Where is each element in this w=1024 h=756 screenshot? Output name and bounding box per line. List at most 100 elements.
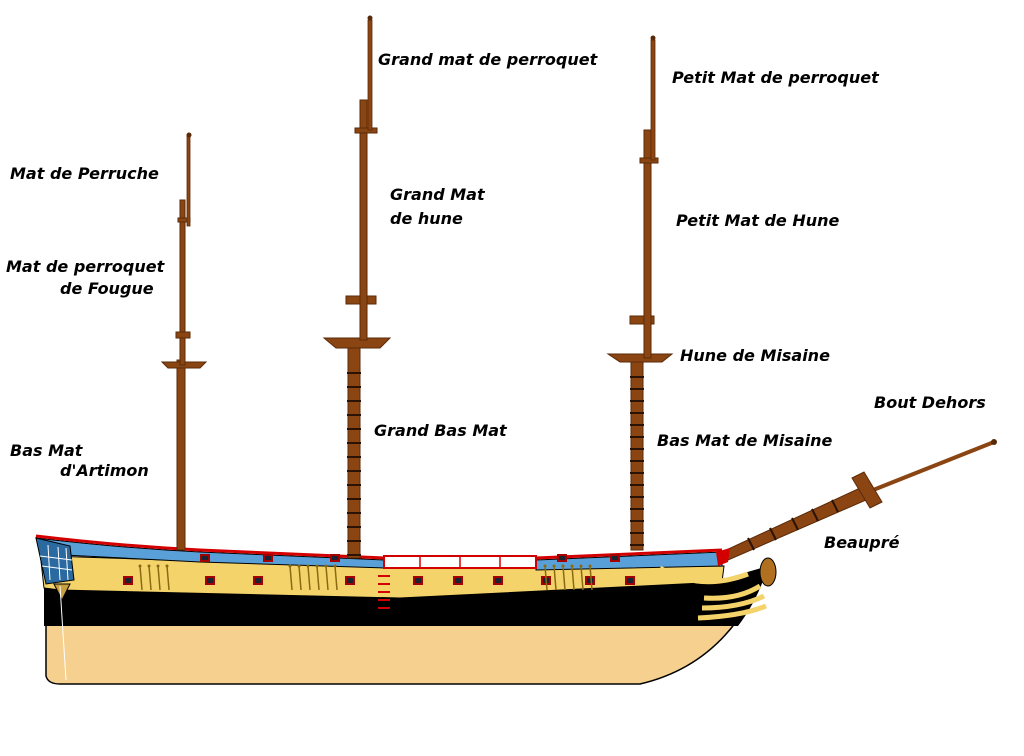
stern-gallery xyxy=(35,537,75,585)
mast-band xyxy=(630,436,644,438)
chain-plate xyxy=(148,565,152,591)
main-mast-bands xyxy=(347,372,361,556)
stern-carving xyxy=(53,583,71,602)
fore-mast-bands xyxy=(630,376,644,546)
stern-windows xyxy=(39,544,73,581)
mizzen-truck xyxy=(186,132,192,138)
deadeye xyxy=(552,564,556,568)
mizzen-topmast xyxy=(179,199,186,366)
fore-crosstree xyxy=(639,157,659,164)
mast-band xyxy=(630,472,644,474)
mizzen-lower-mast xyxy=(176,359,186,551)
chain-plate xyxy=(553,565,557,591)
waist-stanchions xyxy=(419,556,501,568)
fore-topmast xyxy=(643,129,652,359)
main-crosstree xyxy=(354,127,378,134)
gun-port xyxy=(330,554,340,562)
gun-port xyxy=(557,554,567,562)
mast-band xyxy=(630,424,644,426)
mast-band xyxy=(630,376,644,378)
main-top xyxy=(322,337,392,349)
label-grand-bas-mat: Grand Bas Mat xyxy=(374,421,507,440)
hull xyxy=(35,534,777,685)
mast-band xyxy=(630,460,644,462)
bow-rail xyxy=(716,548,730,566)
chain-plates xyxy=(138,564,593,591)
label-mat-de-perroquet-de-fougue-line1: Mat de perroquet xyxy=(6,257,165,276)
mast-band xyxy=(630,484,644,486)
label-mat-de-perruche: Mat de Perruche xyxy=(10,164,159,183)
chain-plate xyxy=(307,565,311,591)
label-grand-mat-de-perroquet: Grand mat de perroquet xyxy=(378,50,598,69)
label-hune-de-misaine: Hune de Misaine xyxy=(680,346,830,365)
gun-port xyxy=(493,576,503,585)
label-beaupre: Beaupré xyxy=(824,533,900,552)
chain-plate xyxy=(571,565,575,591)
main-topgallant xyxy=(367,19,373,131)
hull-red-rail xyxy=(35,534,385,560)
hull-underwater xyxy=(45,621,738,685)
mast-band xyxy=(347,386,361,388)
chain-plate xyxy=(316,565,320,591)
deadeye xyxy=(156,564,160,568)
fore-top xyxy=(606,353,674,363)
mizzen-topgallant xyxy=(186,135,191,227)
mizzen-mast xyxy=(160,132,208,551)
fore-cap xyxy=(629,315,655,325)
gun-port xyxy=(625,576,635,585)
deadeye xyxy=(324,564,328,568)
jib-boom-tip xyxy=(991,439,997,445)
label-bas-mat-d-artimon-line2: d'Artimon xyxy=(60,461,149,480)
label-bas-mat-de-misaine: Bas Mat de Misaine xyxy=(657,431,833,450)
mast-band xyxy=(347,512,361,514)
gun-port xyxy=(253,576,263,585)
mast-band xyxy=(347,400,361,402)
fore-topgallant xyxy=(650,39,656,161)
mast-band xyxy=(347,526,361,528)
gun-port xyxy=(123,576,133,585)
gun-port xyxy=(413,576,423,585)
fore-mast xyxy=(606,35,674,551)
mast-band xyxy=(630,400,644,402)
mast-band xyxy=(347,470,361,472)
chain-plate xyxy=(544,565,548,591)
gun-port xyxy=(205,576,215,585)
mast-band xyxy=(347,554,361,556)
mast-band xyxy=(630,496,644,498)
mast-band xyxy=(347,540,361,542)
bowsprit-bands xyxy=(747,499,839,551)
deadeye xyxy=(165,564,169,568)
gun-port xyxy=(200,554,210,562)
chain-plate xyxy=(157,565,161,591)
bowsprit-cap xyxy=(851,471,883,509)
mast-band xyxy=(630,412,644,414)
chain-plate xyxy=(298,565,302,591)
mast-band xyxy=(347,456,361,458)
main-topmast xyxy=(359,99,368,341)
side-ladder xyxy=(378,575,390,609)
label-grand-mat-de-hune-line1: Grand Mat xyxy=(390,185,485,204)
deadeye xyxy=(138,564,142,568)
gun-port xyxy=(345,576,355,585)
label-petit-mat-de-hune: Petit Mat de Hune xyxy=(676,211,840,230)
mast-band xyxy=(347,484,361,486)
deadeye xyxy=(579,564,583,568)
mast-band xyxy=(347,442,361,444)
main-mast xyxy=(322,15,392,559)
deadeye xyxy=(315,564,319,568)
mast-band xyxy=(347,414,361,416)
label-grand-mat-de-hune-line2: de hune xyxy=(390,209,463,228)
mizzen-cap xyxy=(175,331,191,339)
mast-band xyxy=(347,372,361,374)
mast-band xyxy=(630,532,644,534)
chain-plate xyxy=(562,565,566,591)
chain-plate xyxy=(166,565,170,591)
mast-band xyxy=(630,508,644,510)
main-truck xyxy=(367,15,373,21)
figurehead xyxy=(759,557,777,587)
head-rails xyxy=(658,565,767,621)
chain-plate xyxy=(289,565,293,591)
deadeye xyxy=(288,564,292,568)
